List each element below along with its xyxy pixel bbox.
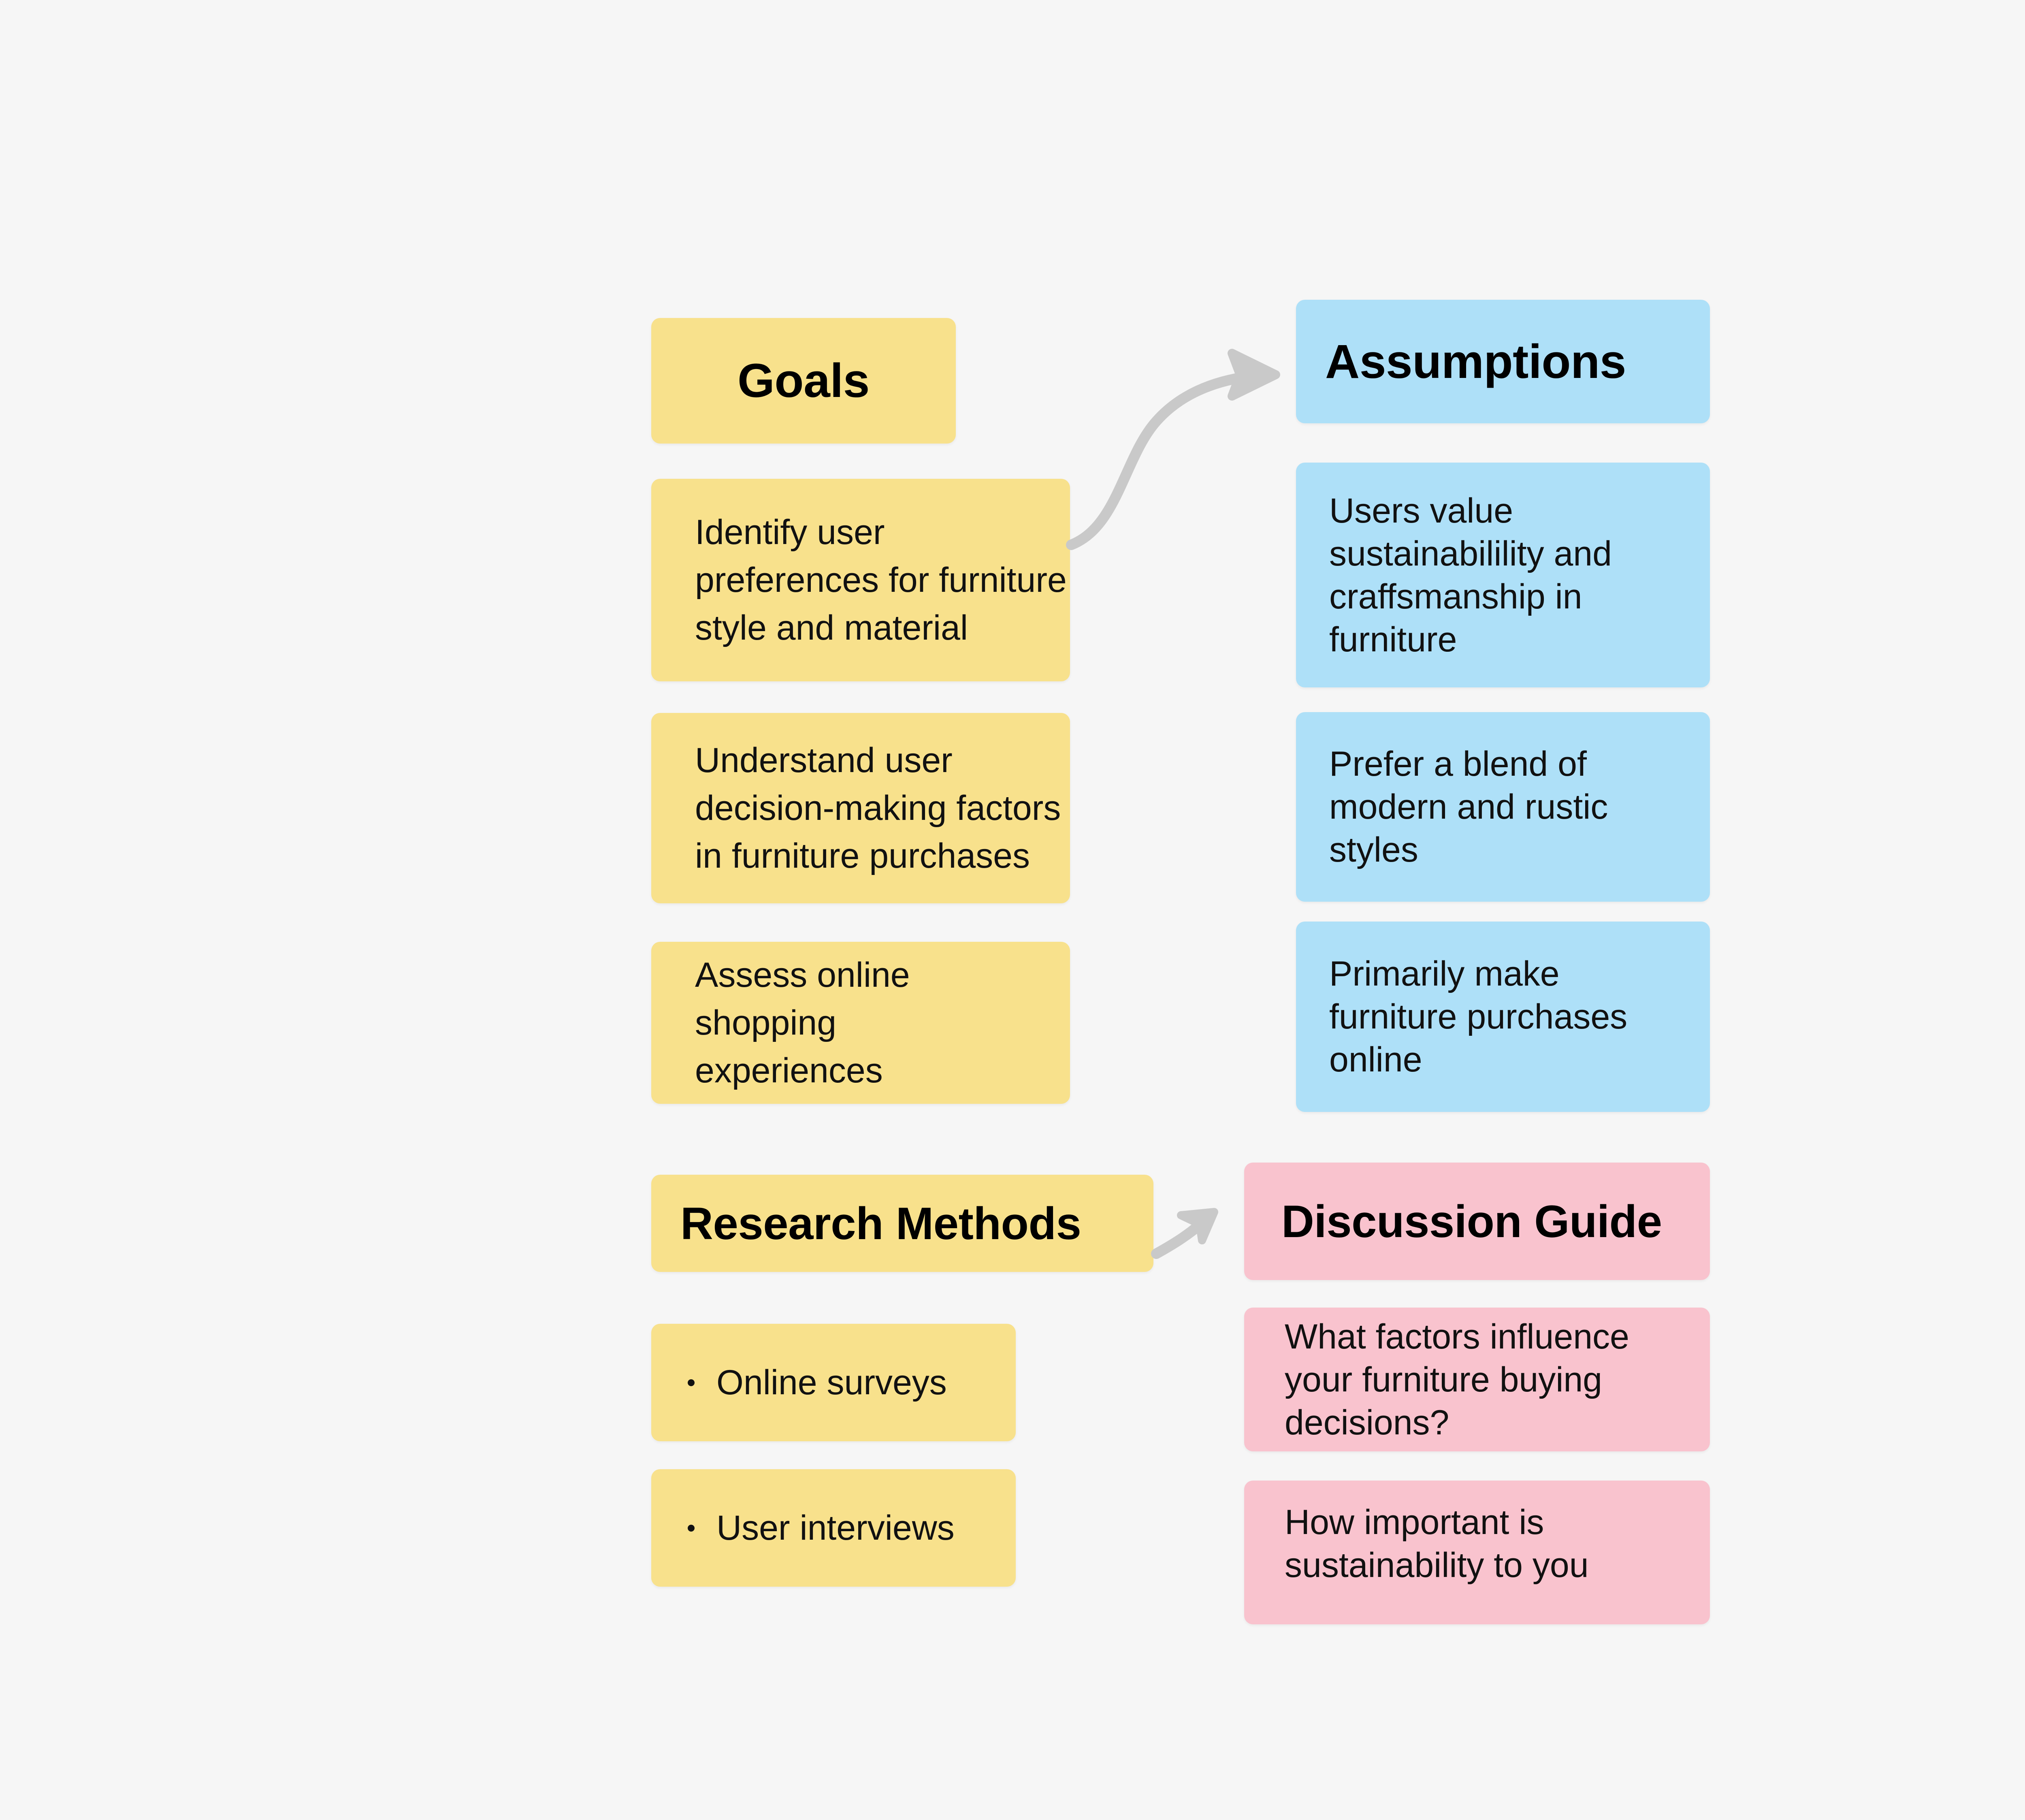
arrow-goals-to-assumptions: [1066, 349, 1280, 550]
research-methods-card-2-text: User interviews: [716, 1508, 955, 1547]
goals-card-1-text: Identify user preferences for furniture …: [695, 513, 1067, 647]
research-methods-card-1[interactable]: Online surveys: [651, 1324, 1016, 1441]
goals-header-card[interactable]: Goals: [651, 318, 956, 444]
discussion-guide-card-2-text: How important is sustainability to you: [1285, 1503, 1589, 1585]
research-methods-card-2[interactable]: User interviews: [651, 1469, 1016, 1587]
research-methods-card-1-text: Online surveys: [716, 1363, 947, 1402]
discussion-guide-card-1[interactable]: What factors influence your furniture bu…: [1244, 1308, 1710, 1451]
research-methods-card-1-row: Online surveys: [688, 1363, 991, 1403]
goals-card-2[interactable]: Understand user decision-making factors …: [651, 713, 1070, 903]
bullet-icon: [688, 1524, 695, 1532]
research-methods-card-2-row: User interviews: [688, 1508, 991, 1548]
goals-header-label: Goals: [738, 354, 870, 408]
goals-card-2-text: Understand user decision-making factors …: [695, 741, 1061, 875]
goals-card-3-text: Assess online shopping experiences: [695, 956, 910, 1090]
assumptions-card-2-text: Prefer a blend of modern and rustic styl…: [1329, 745, 1608, 869]
assumptions-header-label: Assumptions: [1325, 335, 1626, 388]
discussion-guide-card-1-text: What factors influence your furniture bu…: [1285, 1317, 1629, 1442]
bullet-icon: [688, 1379, 695, 1386]
assumptions-header-card[interactable]: Assumptions: [1296, 300, 1710, 423]
discussion-guide-card-2[interactable]: How important is sustainability to you: [1244, 1481, 1710, 1624]
assumptions-card-1-text: Users value sustainabilility and craffsm…: [1329, 491, 1612, 659]
assumptions-card-3[interactable]: Primarily make furniture purchases onlin…: [1296, 922, 1710, 1112]
research-methods-header-card[interactable]: Research Methods: [651, 1175, 1153, 1272]
goals-card-1[interactable]: Identify user preferences for furniture …: [651, 479, 1070, 681]
discussion-guide-header-label: Discussion Guide: [1281, 1196, 1662, 1247]
discussion-guide-header-card[interactable]: Discussion Guide: [1244, 1163, 1710, 1280]
arrow-research-methods-to-discussion-guide: [1151, 1208, 1218, 1259]
assumptions-card-1[interactable]: Users value sustainabilility and craffsm…: [1296, 463, 1710, 687]
research-methods-header-label: Research Methods: [680, 1198, 1081, 1249]
assumptions-card-2[interactable]: Prefer a blend of modern and rustic styl…: [1296, 712, 1710, 902]
assumptions-card-3-text: Primarily make furniture purchases onlin…: [1329, 954, 1628, 1079]
goals-card-3[interactable]: Assess online shopping experiences: [651, 942, 1070, 1104]
